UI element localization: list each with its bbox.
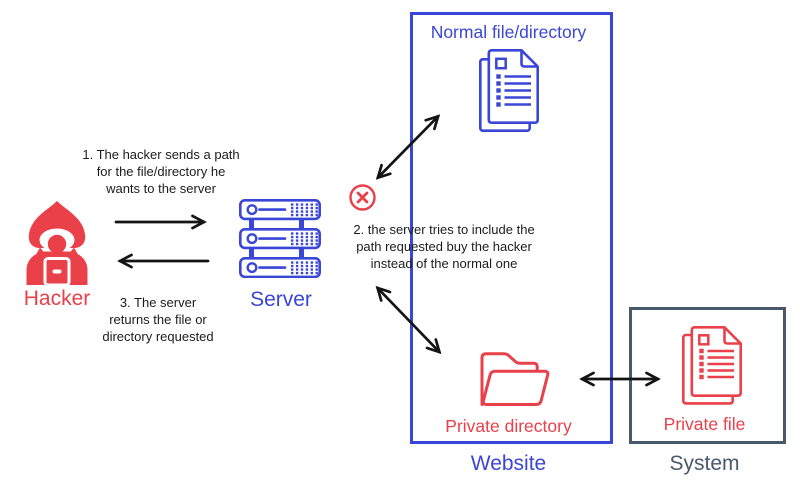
- step3-line-1: 3. The server: [119, 295, 197, 310]
- step1-line-2: for the file/directory he: [96, 164, 226, 179]
- step1-line-1: 1. The hacker sends a path: [82, 147, 240, 162]
- private-directory-icon: [480, 352, 550, 406]
- hacker-label: Hacker: [23, 287, 91, 310]
- hacker-icon: [26, 201, 88, 285]
- step3-line-2: returns the file or: [109, 312, 207, 327]
- include-normal-arrow-icon: [375, 114, 441, 180]
- system-label: System: [669, 452, 740, 475]
- include-private-arrow-icon: [375, 285, 442, 355]
- website-label: Website: [470, 452, 547, 475]
- step2-line-1: 2. the server tries to include the: [353, 222, 535, 237]
- normal-file-icon: [479, 49, 539, 132]
- step2-line-2: path requested buy the hacker: [356, 239, 532, 254]
- response-arrow-icon: [117, 253, 210, 269]
- step3-text: 3. The server returns the file or direct…: [93, 294, 223, 345]
- server-label: Server: [250, 288, 312, 311]
- step3-line-3: directory requested: [102, 329, 214, 344]
- step2-line-3: instead of the normal one: [370, 256, 518, 271]
- system-box: [629, 307, 786, 444]
- step1-text: 1. The hacker sends a path for the file/…: [62, 146, 260, 197]
- directory-file-arrow-icon: [579, 371, 661, 387]
- step1-line-3: wants to the server: [106, 181, 216, 196]
- website-box: [410, 12, 613, 444]
- error-x-icon: [349, 184, 376, 211]
- private-file-label: Private file: [663, 414, 746, 434]
- step2-text: 2. the server tries to include the path …: [332, 221, 556, 272]
- private-file-icon: [682, 326, 742, 405]
- server-icon: [239, 199, 321, 278]
- normal-file-directory-label: Normal file/directory: [430, 22, 587, 42]
- private-directory-label: Private directory: [445, 416, 572, 436]
- request-arrow-icon: [114, 214, 207, 230]
